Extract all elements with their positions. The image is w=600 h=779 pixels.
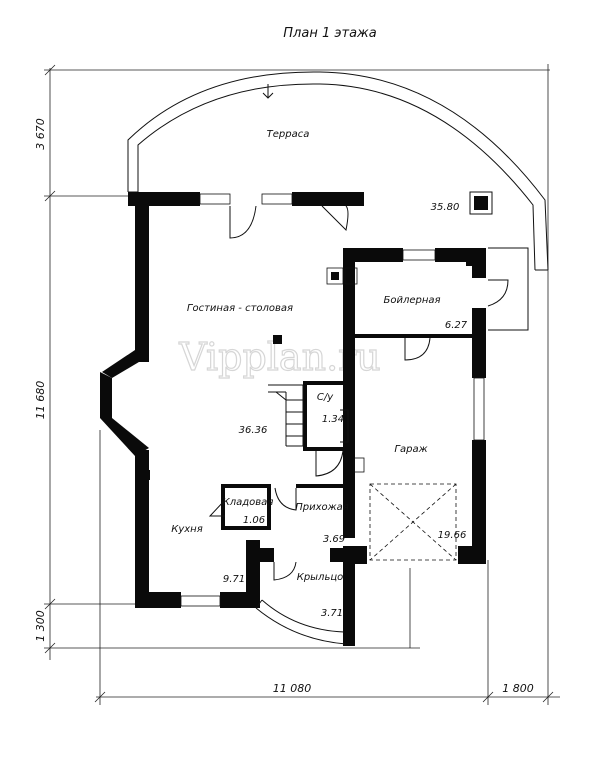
dim-bottom-main: 11 080 [273,682,312,695]
room-hall-area: 3.69 [323,534,345,545]
room-boiler-name: Бойлерная [383,295,440,306]
stairs [268,384,304,447]
dim-left-top: 3 670 [34,118,47,150]
room-terrace-area: 35.80 [431,202,460,213]
room-porch-name: Крыльцо [297,572,344,583]
dim-bottom-right: 1 800 [502,682,534,695]
room-boiler-area: 6.27 [445,320,468,331]
room-wc-area: 1.34 [322,414,344,425]
room-garage-name: Гараж [394,444,427,455]
plan-title: План 1 этажа [283,26,376,41]
dim-left-middle: 11 680 [34,381,47,420]
room-hall-name: Прихожая [295,502,349,513]
room-living-area: 36.36 [239,425,268,436]
room-wc-name: С/у [317,392,334,403]
room-pantry-name: Кладовая [223,497,274,508]
room-kitchen-name: Кухня [171,524,203,535]
room-garage-area: 19.66 [438,530,467,541]
porch-outline [255,599,347,645]
room-kitchen-area: 9.71 [223,574,245,585]
walls [100,192,486,646]
terrace-column [469,191,493,215]
room-living-name: Гостиная - столовая [187,303,293,314]
garage-bay [369,483,457,561]
dimension-lines [44,64,560,705]
vent-blocks [140,258,474,480]
room-porch-area: 3.71 [321,608,343,619]
dim-left-bottom: 1 300 [34,610,47,642]
room-pantry-area: 1.06 [243,515,265,526]
doors [208,205,509,581]
room-terrace-name: Терраса [267,129,310,140]
